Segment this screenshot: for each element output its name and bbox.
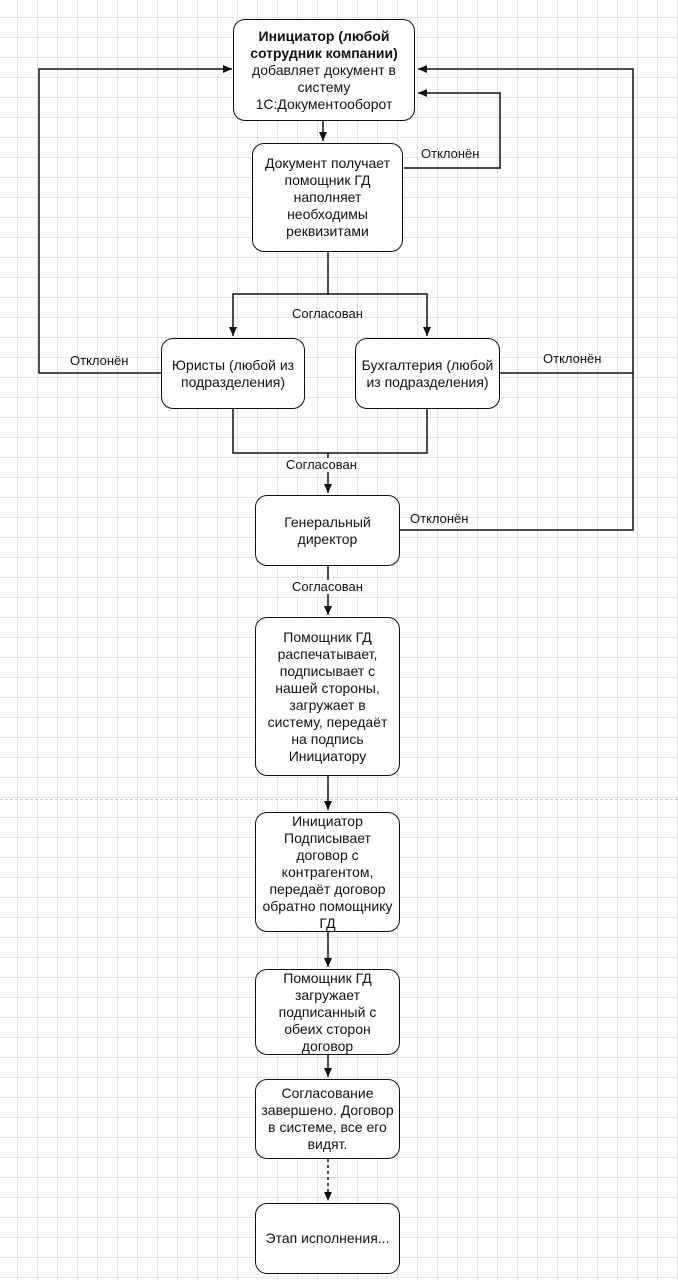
edge-ceo-rejected: [400, 373, 634, 531]
node-complete[interactable]: Согласование завершено. Договор в систем…: [255, 1079, 400, 1159]
node-lawyers[interactable]: Юристы (любой из подразделения): [161, 338, 305, 409]
node-assistant-upload[interactable]: Помощник ГД загружает подписанный с обеи…: [255, 969, 400, 1055]
edge-accounting-rejected-to-initiator: [418, 65, 634, 374]
lawyers-text: Юристы (любой из подразделения): [171, 356, 295, 390]
page-break-line: [0, 799, 678, 800]
label-merge-approved: Согласован: [284, 457, 359, 472]
node-assistant-print[interactable]: Помощник ГД распечатывает, подписывает с…: [255, 617, 400, 776]
edge-lawyers-merge: [232, 409, 428, 454]
node-assistant-receive[interactable]: Документ получает помощник ГД наполняет …: [252, 143, 403, 252]
node-accounting[interactable]: Бухгалтерия (любой из подразделения): [355, 338, 500, 409]
assistant-print-text: Помощник ГД распечатывает, подписывает с…: [267, 628, 388, 764]
label-split-approved: Согласован: [292, 306, 363, 321]
node-ceo[interactable]: Генеральный директор: [255, 495, 400, 566]
initiator-text: добавляет документ в систему 1С:Документ…: [252, 61, 396, 112]
accounting-text: Бухгалтерия (любой из подразделения): [361, 356, 494, 390]
execution-text: Этап исполнения...: [265, 1230, 390, 1246]
assistant-receive-text: Документ получает помощник ГД наполняет …: [264, 155, 391, 239]
edge-split-to-accounting: [328, 293, 431, 336]
label-ceo-rejected: Отклонён: [410, 511, 469, 526]
node-execution[interactable]: Этап исполнения...: [255, 1203, 400, 1274]
ceo-text: Генеральный директор: [284, 513, 371, 547]
node-initiator-sign[interactable]: Инициатор Подписывает договор с контраге…: [255, 812, 400, 932]
edge-assistant-rejected-to-initiator: [404, 89, 501, 169]
edge-assistant-split: [229, 252, 329, 336]
label-lawyers-rejected: Отклонён: [70, 353, 129, 368]
assistant-upload-text: Помощник ГД загружает подписанный с обеи…: [278, 969, 377, 1054]
initiator-sign-text: Инициатор Подписывает договор с контраге…: [262, 812, 393, 931]
node-initiator[interactable]: Инициатор (любой сотрудник компании) доб…: [233, 19, 415, 121]
initiator-title: Инициатор (любой сотрудник компании): [250, 27, 398, 61]
label-ceo-approved: Согласован: [290, 579, 365, 594]
complete-text: Согласование завершено. Договор в систем…: [261, 1085, 394, 1152]
label-accounting-rejected: Отклонён: [543, 351, 602, 366]
edge-lawyers-rejected-to-initiator: [38, 65, 232, 374]
label-assistant-rejected: Отклонён: [421, 146, 480, 161]
